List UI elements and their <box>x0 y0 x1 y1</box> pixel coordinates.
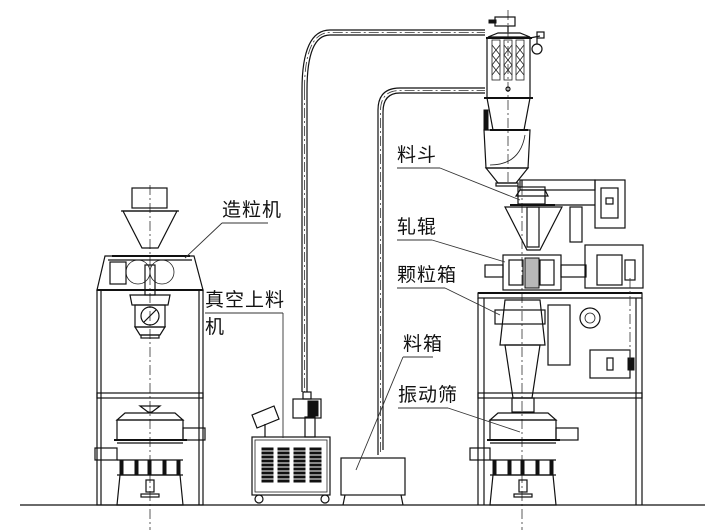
granulator-machine <box>94 185 206 530</box>
label-granule-box: 颗粒箱 <box>397 264 458 286</box>
label-granulator: 造粒机 <box>222 199 283 221</box>
label-vacuum-loader-line1: 真空上料 <box>205 289 286 311</box>
vacuum-pipe-upper <box>301 29 485 91</box>
label-vibrating-screen: 振动筛 <box>398 384 459 406</box>
leader-lines <box>184 167 521 471</box>
vacuum-pipe-lower <box>377 87 485 455</box>
vacuum-receiver <box>483 10 545 187</box>
label-roller: 轧辊 <box>397 216 438 238</box>
label-vacuum-loader-line2: 机 <box>205 316 226 338</box>
label-feed-tank: 料箱 <box>403 333 444 355</box>
feed-tank <box>340 457 406 506</box>
roller-compactor-machine <box>469 179 644 530</box>
vacuum-loader-machine <box>251 90 331 504</box>
label-hopper: 料斗 <box>397 144 438 166</box>
